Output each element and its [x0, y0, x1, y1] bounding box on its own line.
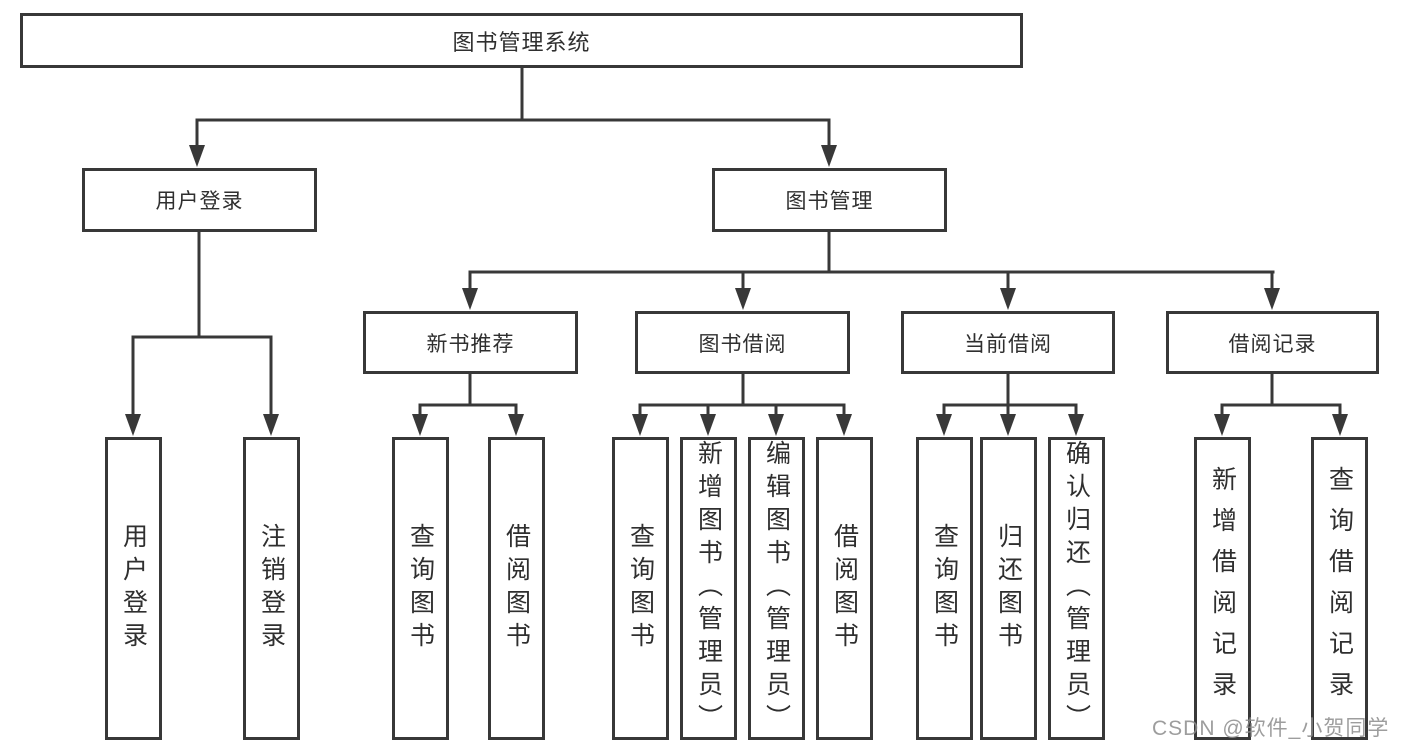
- leaf-query-borrow-record: 查询借阅记录: [1311, 437, 1368, 740]
- connector-current-borrowing-children: [936, 374, 1084, 436]
- node-book-management: 图书管理: [712, 168, 947, 232]
- node-label: 图书管理系统: [452, 29, 591, 55]
- leaf-query-books-borrowing: 查询图书: [612, 437, 669, 740]
- leaf-return-books: 归还图书: [980, 437, 1037, 740]
- node-label: 图书借阅: [698, 332, 787, 356]
- leaf-confirm-return-admin: 确认归还（管理员）: [1048, 437, 1105, 740]
- node-label: 新增借阅记录: [1208, 465, 1237, 712]
- node-label: 查询图书: [930, 522, 959, 655]
- node-label: 新书推荐: [426, 332, 515, 356]
- leaf-user-login: 用户登录: [105, 437, 162, 740]
- leaf-logout: 注销登录: [243, 437, 300, 740]
- leaf-query-books-current: 查询图书: [916, 437, 973, 740]
- leaf-borrow-books-recommend: 借阅图书: [488, 437, 545, 740]
- leaf-add-borrow-record: 新增借阅记录: [1194, 437, 1251, 740]
- connector-user-login-children: [125, 232, 279, 436]
- node-label: 归还图书: [994, 522, 1023, 655]
- node-label: 查询借阅记录: [1325, 465, 1354, 712]
- node-label: 用户登录: [155, 190, 244, 213]
- node-label: 查询图书: [626, 522, 655, 655]
- connector-borrowing-records-children: [1214, 374, 1348, 436]
- node-label: 新增图书（管理员）: [694, 440, 723, 737]
- node-new-book-recommendation: 新书推荐: [363, 311, 578, 374]
- connector-book-borrowing-children: [632, 374, 852, 436]
- node-book-borrowing: 图书借阅: [635, 311, 850, 374]
- connector-root-to-level2: [189, 68, 837, 167]
- csdn-watermark: CSDN @软件_小贺同学: [1152, 717, 1390, 740]
- node-label: 借阅图书: [502, 522, 531, 655]
- node-label: 注销登录: [257, 522, 286, 655]
- node-label: 确认归还（管理员）: [1062, 440, 1091, 737]
- connector-book-management-children: [462, 232, 1280, 310]
- node-label: 借阅图书: [830, 522, 859, 655]
- node-current-borrowing: 当前借阅: [901, 311, 1115, 374]
- leaf-borrow-books: 借阅图书: [816, 437, 873, 740]
- node-user-login: 用户登录: [82, 168, 317, 232]
- node-label: 编辑图书（管理员）: [762, 440, 791, 737]
- leaf-add-books-admin: 新增图书（管理员）: [680, 437, 737, 740]
- leaf-edit-books-admin: 编辑图书（管理员）: [748, 437, 805, 740]
- node-label: 查询图书: [406, 522, 435, 655]
- node-borrowing-records: 借阅记录: [1166, 311, 1379, 374]
- node-library-management-system: 图书管理系统: [20, 13, 1023, 68]
- connector-new-book-recommendation-children: [412, 374, 524, 436]
- node-label: 借阅记录: [1228, 332, 1317, 356]
- node-label: 用户登录: [119, 522, 148, 655]
- node-label: 图书管理: [785, 190, 874, 213]
- leaf-query-books-recommend: 查询图书: [392, 437, 449, 740]
- node-label: 当前借阅: [964, 332, 1052, 356]
